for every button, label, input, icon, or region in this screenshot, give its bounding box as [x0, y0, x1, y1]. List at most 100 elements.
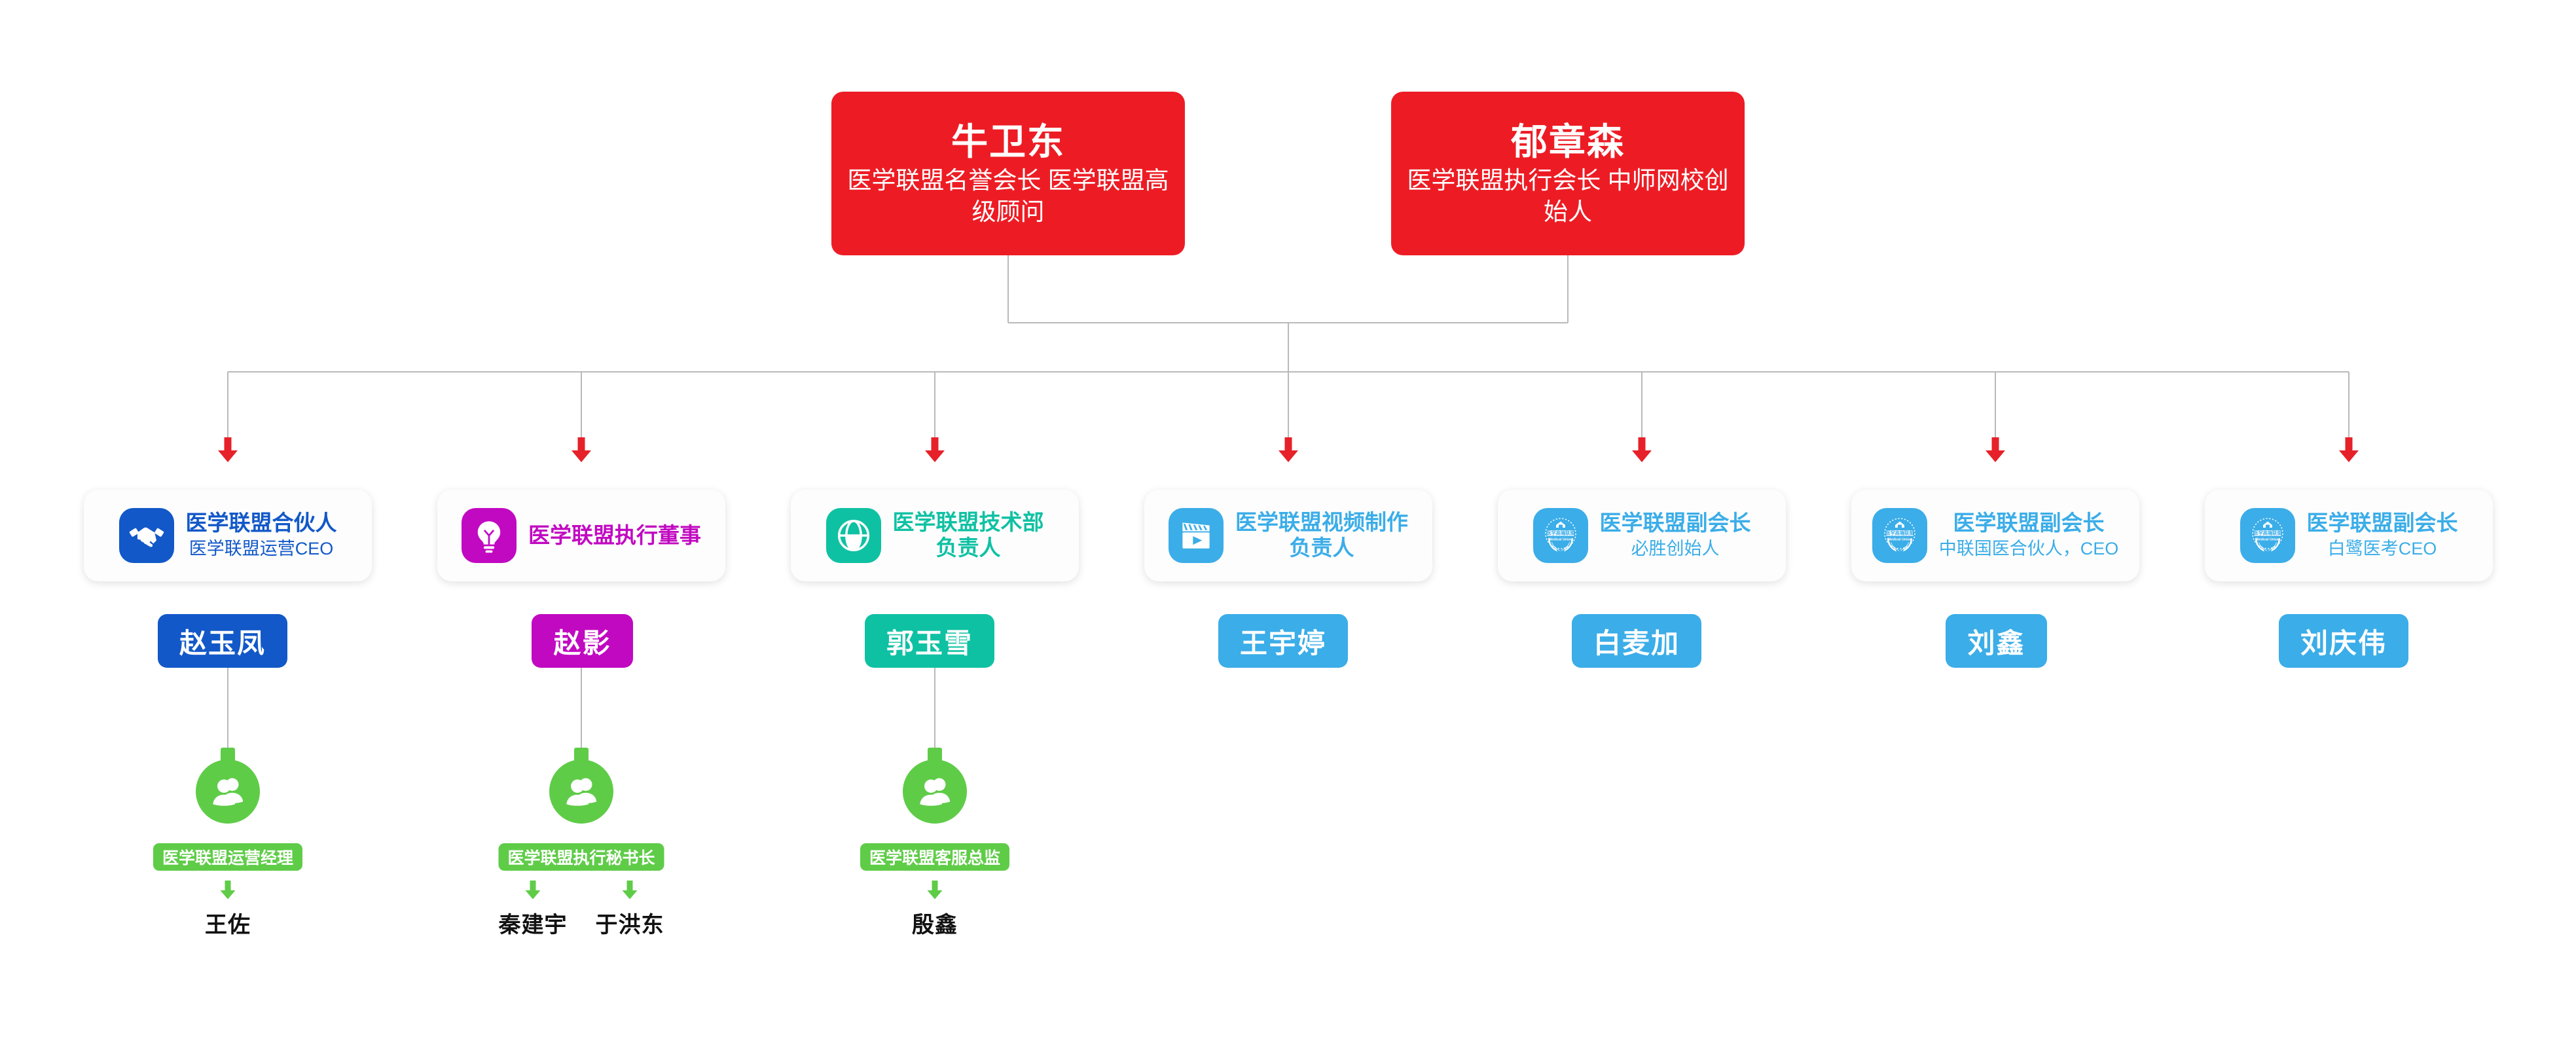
subteam-connector-stub	[221, 748, 235, 762]
role-subtitle: 必胜创始人	[1631, 538, 1720, 558]
red-down-arrow-icon	[217, 437, 239, 464]
svg-text:医学高端联盟: 医学高端联盟	[1546, 530, 1575, 536]
subteam-drop-line-2	[581, 668, 582, 748]
red-down-arrow-icon	[1277, 437, 1299, 464]
svg-text:Medical Union: Medical Union	[1548, 538, 1572, 542]
role-card-text: 医学联盟视频制作 负责人	[1235, 510, 1408, 561]
role-card-1[interactable]: 医学联盟合伙人医学联盟运营CEO	[84, 490, 372, 581]
name-pill-4[interactable]: 王宇婷	[1218, 614, 1348, 668]
role-title: 医学联盟执行董事	[528, 522, 701, 547]
lightbulb-icon	[462, 508, 517, 563]
role-title: 医学联盟合伙人	[185, 510, 337, 535]
role-card-2[interactable]: 医学联盟执行董事	[437, 490, 725, 581]
executive-drop-line	[1567, 255, 1569, 323]
role-card-5[interactable]: 医学高端联盟 Medical Union 医学联盟副会长必胜创始人	[1498, 490, 1786, 581]
handshake-icon	[129, 527, 164, 547]
globe-icon	[825, 508, 881, 563]
role-card-text: 医学联盟副会长白鹭医考CEO	[2307, 511, 2458, 560]
executive-drop-line	[1007, 255, 1009, 323]
subteam-connector-stub	[928, 748, 942, 762]
role-card-6[interactable]: 医学高端联盟 Medical Union 医学联盟副会长中联国医合伙人，CEO	[1851, 490, 2139, 581]
subteam-drop-line-3	[934, 668, 935, 748]
green-down-arrow-icon	[220, 881, 236, 900]
role-title: 医学联盟副会长	[1599, 510, 1751, 535]
video-icon	[1182, 522, 1210, 549]
medal-badge-icon: 医学高端联盟 Medical Union	[1883, 518, 1915, 552]
red-down-arrow-icon	[1986, 437, 2005, 462]
executive-trunk-line	[1287, 323, 1289, 372]
red-down-arrow-icon	[1279, 437, 1298, 462]
role-card-7[interactable]: 医学高端联盟 Medical Union 医学联盟副会长白鹭医考CEO	[2205, 490, 2493, 581]
role-drop-line-2	[581, 372, 582, 437]
executive-card-1[interactable]: 牛卫东医学联盟名誉会长 医学联盟高级顾问	[831, 92, 1185, 255]
subteam-member-name: 秦建宇	[498, 913, 568, 937]
green-down-arrow-icon	[525, 881, 541, 900]
role-drop-line-6	[1995, 372, 1996, 437]
subteam-member-name: 殷鑫	[912, 913, 958, 937]
red-down-arrow-icon	[1631, 437, 1653, 464]
role-card-text: 医学联盟副会长必胜创始人	[1600, 511, 1751, 560]
green-down-arrow-icon	[524, 881, 541, 900]
subteam-drop-line-1	[227, 668, 228, 748]
handshake-icon	[118, 508, 174, 563]
role-title: 医学联盟技术部 负责人	[892, 510, 1044, 560]
role-title: 医学联盟视频制作 负责人	[1235, 510, 1408, 560]
subteam-member-name: 于洪东	[595, 913, 664, 937]
role-card-4[interactable]: 医学联盟视频制作 负责人	[1144, 490, 1432, 581]
subteam-label-2[interactable]: 医学联盟执行秘书长	[498, 843, 664, 871]
two-people-icon	[213, 778, 244, 806]
medal-badge-icon: 医学高端联盟 Medical Union	[2240, 508, 2295, 563]
two-people-icon	[903, 759, 967, 824]
name-pill-7[interactable]: 刘庆伟	[2279, 614, 2408, 668]
medal-badge-icon: 医学高端联盟 Medical Union	[1872, 508, 1927, 563]
two-people-icon	[566, 778, 597, 806]
role-title: 医学联盟副会长	[2306, 510, 2458, 535]
subteam-label-1[interactable]: 医学联盟运营经理	[153, 843, 303, 871]
role-card-text: 医学联盟执行董事	[528, 523, 701, 549]
subteam-label-3[interactable]: 医学联盟客服总监	[860, 843, 1010, 871]
role-card-3[interactable]: 医学联盟技术部 负责人	[791, 490, 1079, 581]
green-down-arrow-icon	[927, 881, 943, 900]
red-down-arrow-icon	[2339, 437, 2359, 462]
green-down-arrow-icon	[621, 881, 638, 900]
executive-name: 牛卫东	[951, 120, 1065, 162]
role-drop-line-3	[934, 372, 935, 437]
executive-titles: 医学联盟执行会长 中师网校创始人	[1407, 166, 1729, 225]
two-people-icon	[549, 759, 613, 824]
red-down-arrow-icon	[1632, 437, 1652, 462]
two-people-icon	[920, 778, 951, 806]
role-card-text: 医学联盟技术部 负责人	[893, 510, 1044, 561]
red-down-arrow-icon	[218, 437, 238, 462]
role-drop-line-7	[2348, 372, 2349, 437]
globe-icon	[837, 519, 869, 552]
red-down-arrow-icon	[924, 437, 946, 464]
medal-badge-icon: 医学高端联盟 Medical Union	[1533, 508, 1588, 563]
green-down-arrow-icon	[926, 881, 943, 900]
name-pill-6[interactable]: 刘鑫	[1946, 614, 2047, 668]
name-pill-3[interactable]: 郭玉雪	[865, 614, 994, 668]
subteam-member-name: 王佐	[205, 913, 251, 937]
svg-text:Medical Union: Medical Union	[1887, 538, 1912, 542]
two-people-icon	[196, 759, 260, 824]
role-subtitle: 中联国医合伙人，CEO	[1938, 538, 2119, 558]
red-down-arrow-icon	[570, 437, 592, 464]
medal-badge-icon: 医学高端联盟 Medical Union	[2251, 518, 2283, 552]
name-pill-1[interactable]: 赵玉凤	[158, 614, 287, 668]
red-down-arrow-icon	[925, 437, 945, 462]
svg-text:医学高端联盟: 医学高端联盟	[1885, 530, 1914, 536]
subteam-connector-stub	[574, 748, 589, 762]
green-down-arrow-icon	[622, 881, 638, 900]
svg-text:医学高端联盟: 医学高端联盟	[2253, 530, 2282, 536]
role-card-text: 医学联盟副会长中联国医合伙人，CEO	[1939, 511, 2119, 560]
role-subtitle: 白鹭医考CEO	[2327, 538, 2437, 558]
red-down-arrow-icon	[571, 437, 591, 462]
name-pill-2[interactable]: 赵影	[532, 614, 633, 668]
green-down-arrow-icon	[219, 881, 236, 900]
medal-badge-icon: 医学高端联盟 Medical Union	[1544, 518, 1576, 552]
executive-name: 郁章森	[1511, 120, 1625, 162]
red-down-arrow-icon	[2338, 437, 2360, 464]
name-pill-5[interactable]: 白麦加	[1572, 614, 1701, 668]
role-subtitle: 医学联盟运营CEO	[189, 538, 334, 558]
executive-card-2[interactable]: 郁章森医学联盟执行会长 中师网校创始人	[1391, 92, 1745, 255]
